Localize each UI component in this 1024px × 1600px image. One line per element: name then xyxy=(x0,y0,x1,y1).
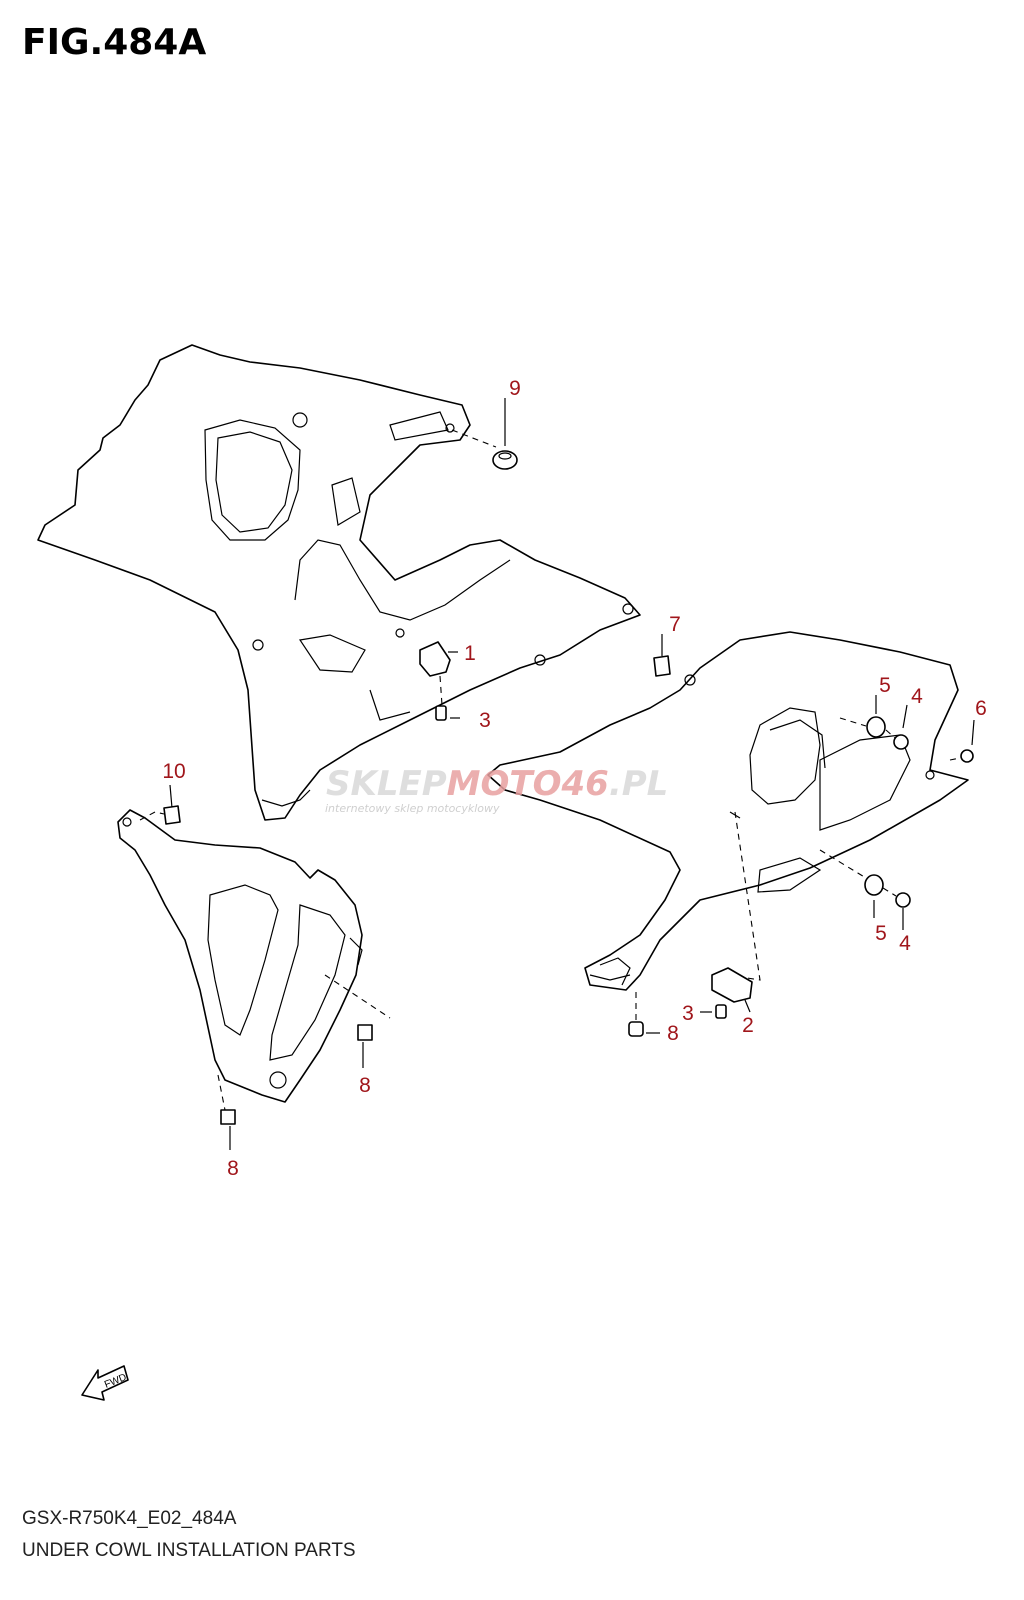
clip-part-8-right xyxy=(628,992,660,1037)
grommet-part-9 xyxy=(451,398,518,470)
left-lower-cowl xyxy=(117,809,363,1103)
svg-text:internetowy sklep motocyklowy: internetowy sklep motocyklowy xyxy=(325,802,500,815)
bracket-part-2 xyxy=(711,967,753,1013)
callout-7: 7 xyxy=(669,613,681,636)
callout-4-lower: 4 xyxy=(899,932,911,955)
callout-5-lower: 5 xyxy=(875,922,887,945)
watermark: SKLEPMOTO46.PL internetowy sklep motocyk… xyxy=(325,764,668,815)
clip-part-8-bottom xyxy=(217,1074,236,1150)
callout-3-lower: 3 xyxy=(682,1002,694,1025)
callout-9: 9 xyxy=(509,377,521,400)
fwd-arrow-icon: FWD xyxy=(81,1365,129,1401)
model-code: GSX-R750K4_E02_484A xyxy=(22,1508,237,1529)
callout-4-upper: 4 xyxy=(911,685,923,708)
callout-10: 10 xyxy=(162,760,185,783)
clip-part-7 xyxy=(653,634,671,677)
callout-2: 2 xyxy=(742,1014,754,1037)
bracket-part-1 xyxy=(419,641,458,677)
callout-8-bottom: 8 xyxy=(227,1157,239,1180)
callout-8-right: 8 xyxy=(667,1022,679,1045)
figure-title: FIG.484A xyxy=(22,22,207,63)
screw-part-6 xyxy=(949,719,975,763)
grommet-part-5-upper xyxy=(839,695,886,738)
callout-3-upper: 3 xyxy=(479,709,491,732)
right-under-cowl xyxy=(487,631,969,991)
callout-8-middle: 8 xyxy=(359,1074,371,1097)
svg-text:SKLEPMOTO46.PL: SKLEPMOTO46.PL xyxy=(326,764,668,804)
grommet-part-5-lower xyxy=(819,849,884,918)
bolt-part-4-upper xyxy=(885,704,909,750)
screw-part-3-lower xyxy=(700,1004,727,1019)
bolt-part-4-lower xyxy=(882,887,911,930)
clip-part-8-middle xyxy=(324,974,391,1068)
callout-5-upper: 5 xyxy=(879,674,891,697)
callout-6: 6 xyxy=(975,697,987,720)
clip-part-10 xyxy=(139,784,181,825)
left-under-cowl xyxy=(37,344,641,821)
screw-part-3-upper xyxy=(435,675,460,721)
callout-1: 1 xyxy=(464,642,476,665)
figure-caption: UNDER COWL INSTALLATION PARTS xyxy=(22,1540,356,1561)
